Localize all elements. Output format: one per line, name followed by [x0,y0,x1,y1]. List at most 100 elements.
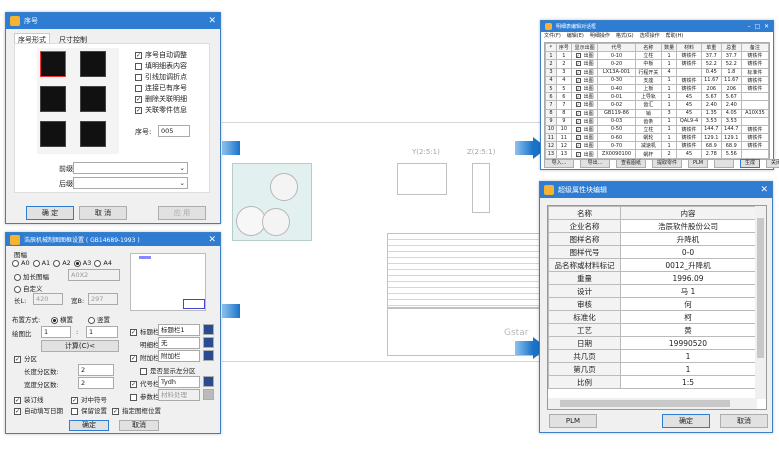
table-cell[interactable]: 铸铁件 [676,141,702,151]
edit-code-bar-icon[interactable] [203,376,214,387]
attribute-row[interactable]: 标准化柯 [548,310,756,324]
column-header[interactable]: 数量 [661,43,678,53]
table-cell[interactable]: 11 [555,133,572,143]
column-header[interactable]: 材料 [676,43,702,53]
table-cell[interactable]: 铸铁件 [676,83,702,94]
table-cell[interactable]: LX13A-001 [597,67,636,77]
show-checkbox[interactable]: ✓ [575,86,581,92]
attribute-value[interactable]: 0012_升降机 [620,258,756,272]
radio[interactable] [12,259,19,267]
show-checkbox[interactable]: ✓ [575,61,581,67]
table-cell[interactable]: 45 [676,92,702,102]
title-bar-select[interactable]: 标题栏1 [158,324,200,336]
table-cell[interactable]: 1 [661,92,678,102]
attribute-value[interactable]: 1:5 [620,375,756,389]
table-cell[interactable]: 1 [661,75,678,85]
style-thumb-2[interactable] [80,51,106,77]
bom-button[interactable]: 导入... [544,159,574,168]
table-cell[interactable]: 45 [676,149,702,159]
table-cell[interactable]: 齿汇 [634,100,663,110]
bom-button[interactable]: 关闭 [766,159,779,168]
checkbox[interactable]: ✓ [135,51,142,59]
plm-button[interactable]: PLM [549,414,597,428]
cancel-button[interactable]: 取 消 [79,206,127,220]
table-cell[interactable]: 129.1 [700,133,722,143]
show-checkbox[interactable]: ✓ [575,143,581,149]
table-cell[interactable]: A10X35 [740,108,769,118]
table-cell[interactable]: ✓出图 [570,75,599,85]
table-cell[interactable]: 4 [545,75,557,85]
table-cell[interactable]: ✓出图 [570,108,599,118]
menu-item[interactable]: 格式(G) [615,33,634,39]
zone-checkbox[interactable]: ✓分区 [14,355,37,363]
table-cell[interactable]: 销 [634,108,663,118]
checkbox[interactable]: ✓ [135,106,142,114]
table-cell[interactable]: QAL9-4 [676,116,702,126]
table-cell[interactable]: 1 [545,51,557,61]
table-cell[interactable]: 支座 [634,75,663,85]
table-cell[interactable]: 0-30 [597,75,636,85]
center-mark-checkbox[interactable]: ✓对中符号 [71,396,107,404]
custom-radio[interactable]: 自定义 [14,283,43,293]
table-cell[interactable]: 1.8 [720,67,742,77]
table-cell[interactable]: 5 [545,83,557,94]
table-cell[interactable]: 13 [555,149,572,159]
table-cell[interactable]: 0-02 [597,100,636,110]
apply-button[interactable]: 应 用 [158,206,206,220]
attribute-value[interactable]: 1 [620,349,756,363]
edit-param-bar-icon[interactable] [203,389,214,400]
table-cell[interactable]: 206 [720,83,742,94]
window-controls[interactable]: – □ ✕ [747,23,769,30]
table-cell[interactable]: 0-60 [597,133,636,143]
table-cell[interactable]: 8 [545,108,557,118]
bom-button[interactable]: 提取零件 [652,159,682,168]
style-thumb-5[interactable] [40,121,66,147]
table-cell[interactable]: 铸铁件 [740,75,769,85]
table-cell[interactable]: ✓出图 [570,133,599,143]
table-cell[interactable]: 1 [661,83,678,94]
size-radio-a4[interactable]: A4 [94,259,112,267]
table-cell[interactable]: 68.9 [720,141,742,151]
column-header[interactable]: 名称 [634,43,663,53]
table-cell[interactable]: 52.2 [720,59,742,69]
column-header[interactable]: * [545,43,557,53]
table-cell[interactable]: 中板 [634,59,663,69]
table-cell[interactable]: 1 [661,133,678,143]
table-cell[interactable]: 4.05 [720,108,742,118]
code-bar-select[interactable]: Tydh [158,376,200,388]
table-cell[interactable]: 5.67 [720,92,742,102]
table-cell[interactable] [740,100,769,110]
ok-button[interactable]: 确定 [69,420,109,431]
table-cell[interactable]: 7 [555,100,572,110]
show-checkbox[interactable]: ✓ [575,118,581,124]
table-cell[interactable]: ✓出图 [570,59,599,69]
bom-button[interactable]: 查看图纸 [616,159,646,168]
size-radio-a0[interactable]: A0 [12,259,30,267]
show-checkbox[interactable]: ✓ [575,126,581,132]
edit-extra-bar-icon[interactable] [203,350,214,361]
specify-position-checkbox[interactable]: ✓指定图框位置 [112,407,161,415]
length-input[interactable]: 420 [33,293,63,305]
table-cell[interactable]: 3.53 [700,116,722,126]
edit-detail-bar-icon[interactable] [203,337,214,348]
zone-width-input[interactable]: 2 [78,377,114,389]
extra-bar-checkbox[interactable]: ✓附加栏 [130,354,160,362]
checkbox[interactable] [135,84,142,92]
checkbox[interactable] [135,62,142,70]
suffix-select[interactable]: ⌄ [73,177,188,189]
table-cell[interactable]: 4 [661,67,678,77]
cancel-button[interactable]: 取消 [119,420,159,431]
table-cell[interactable]: 铸铁件 [740,83,769,94]
column-header[interactable]: 序号 [555,43,572,53]
menu-item[interactable]: 编辑(E) [566,33,584,39]
table-cell[interactable]: GB70-85 [597,157,636,159]
